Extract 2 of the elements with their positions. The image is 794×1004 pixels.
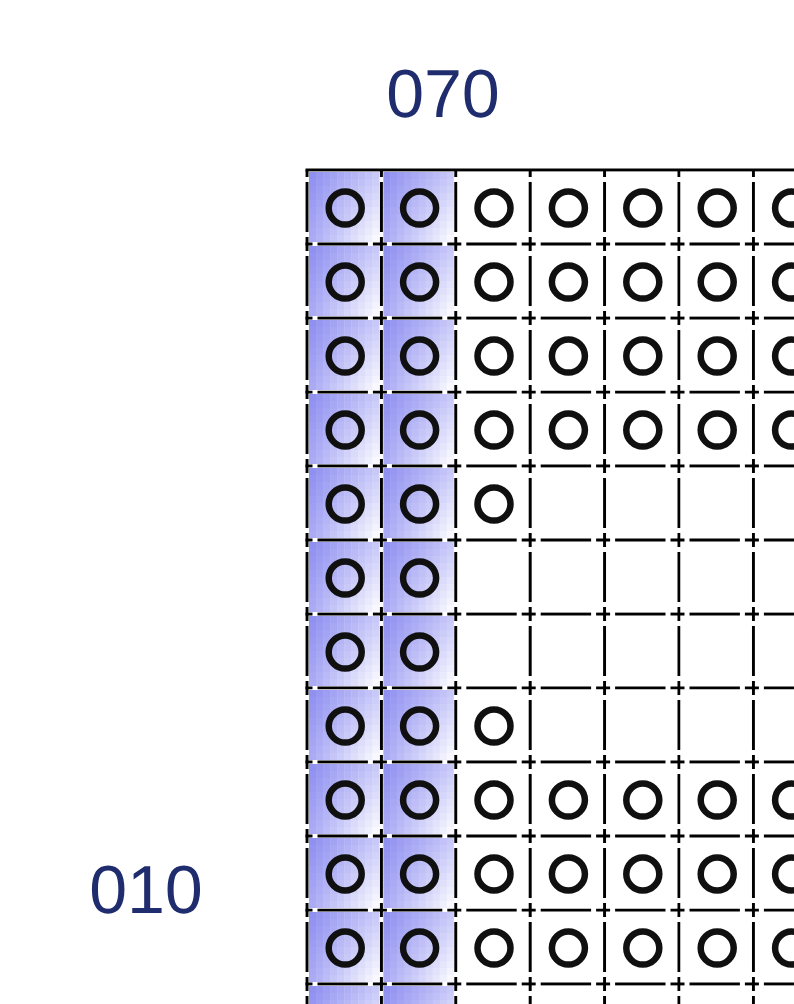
column-number: 070 (388, 69, 498, 118)
row-number: 010 (91, 865, 201, 914)
